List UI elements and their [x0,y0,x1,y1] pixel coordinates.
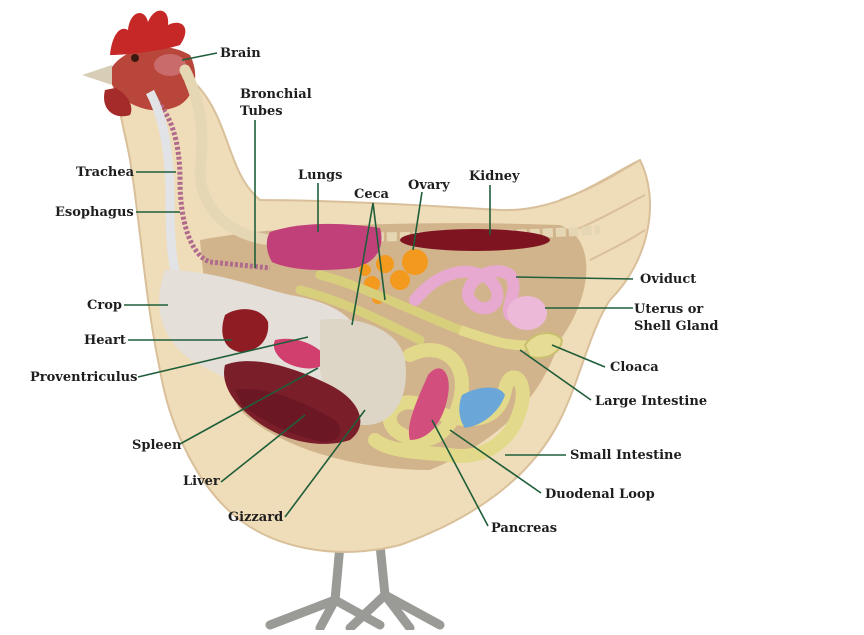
label-gizzard: Gizzard [228,510,284,525]
legs [265,540,445,633]
ceca-organ [295,285,425,345]
label-uterus: Uterus or Shell Gland [634,302,719,334]
spleen-duct-organ [459,387,505,428]
beak [82,65,112,85]
label-oviduct: Oviduct [640,272,697,287]
label-bronchial-tubes: Bronchial Tubes [240,87,312,119]
label-esophagus: Esophagus [55,205,134,220]
kidney-organ [400,229,550,251]
comb [110,10,186,55]
pancreas-organ [408,368,449,440]
liver-lobe [235,389,341,442]
label-pancreas: Pancreas [491,521,558,536]
label-crop: Crop [87,298,122,313]
uterus-organ [507,296,547,330]
ceca-organ-2 [315,270,465,335]
cloaca-organ [523,332,564,359]
label-large-intestine: Large Intestine [595,394,708,409]
label-ceca: Ceca [354,187,389,202]
eye [131,54,139,62]
label-small-intestine: Small Intestine [570,448,682,463]
label-liver: Liver [183,474,220,489]
lungs-organ [266,223,382,270]
label-duodenal-loop: Duodenal Loop [545,487,655,502]
leader-lines [124,52,634,527]
label-kidney: Kidney [469,169,520,184]
brain-organ [154,54,186,76]
label-lungs: Lungs [298,168,343,183]
oviduct-organ [409,265,520,321]
label-brain: Brain [220,46,261,61]
label-spleen: Spleen [132,438,182,453]
label-proventriculus: Proventriculus [30,370,138,385]
label-ovary: Ovary [408,178,450,193]
label-trachea: Trachea [76,165,135,180]
wattle [104,88,132,117]
heart-organ [222,309,269,352]
label-cloaca: Cloaca [610,360,659,375]
spine [179,64,276,246]
esophagus-organ [145,89,185,288]
proventriculus-organ [273,338,328,369]
trachea-organ [148,93,271,271]
label-heart: Heart [84,333,126,348]
